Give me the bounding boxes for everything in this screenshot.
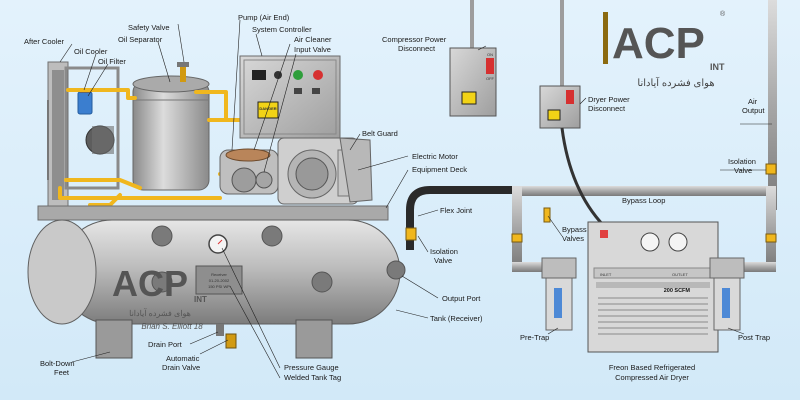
label-oil-cooler: Oil Cooler (74, 47, 108, 56)
label-input-valve: Input Valve (294, 45, 331, 54)
overhead-conduits (470, 0, 777, 210)
label-auto-drain-1: Automatic (166, 354, 200, 363)
label-tank-receiver: Tank (Receiver) (430, 314, 483, 323)
labels: Safety Valve Pump (Air End) System Contr… (24, 13, 770, 382)
oil-cooler-fan (85, 125, 115, 155)
label-air-output-2: Output (742, 106, 765, 115)
label-pre-trap: Pre-Trap (520, 333, 549, 342)
label-dryer-title-2: Compressed Air Dryer (615, 373, 689, 382)
logo-subtitle: هوای فشرده آیادانا (637, 76, 714, 89)
compressor-disconnect-off: OFF (486, 76, 495, 81)
tank-logo: ACP INT هوای فشرده آیادانا Brian S. Elli… (112, 263, 207, 331)
safety-valve (177, 62, 189, 82)
bolt-down-feet (95, 319, 333, 359)
dryer-power-cable (560, 127, 606, 228)
label-auto-drain-2: Drain Valve (162, 363, 200, 372)
label-isolation-valve-right-2: Valve (734, 166, 752, 175)
equipment-deck (37, 205, 389, 221)
label-belt-guard: Belt Guard (362, 129, 398, 138)
pressure-gauge (208, 234, 228, 254)
after-cooler (47, 61, 120, 211)
label-compressor-power-2: Disconnect (398, 44, 436, 53)
refrigerated-air-dryer: INLET OUTLET 200 SCFM (587, 221, 719, 353)
tank-logo-text: ACP (112, 263, 188, 304)
label-oil-separator: Oil Separator (118, 35, 163, 44)
dryer-inlet: INLET (600, 272, 612, 277)
callout-lines (59, 19, 772, 379)
label-oil-filter: Oil Filter (98, 57, 126, 66)
label-equipment-deck: Equipment Deck (412, 165, 467, 174)
label-after-cooler: After Cooler (24, 37, 65, 46)
compressor-disconnect-on: ON (487, 52, 493, 57)
tank-tag-line2: 01-20-2002 (209, 278, 230, 283)
label-pressure-gauge: Pressure Gauge (284, 363, 339, 372)
label-post-trap: Post Trap (738, 333, 770, 342)
post-trap (709, 257, 745, 331)
pump-air-end (219, 148, 279, 195)
label-drain-port: Drain Port (148, 340, 183, 349)
pre-trap (541, 257, 577, 331)
oil-lines (58, 88, 246, 207)
tank-tag-line1: Receiver (211, 272, 227, 277)
acp-logo: ACP INT ® هوای فشرده آیادانا (603, 10, 726, 89)
label-pump-air-end: Pump (Air End) (238, 13, 290, 22)
tank-tag-line3: 150 PSI WP (208, 284, 230, 289)
tank-logo-suffix: INT (194, 295, 207, 304)
label-compressor-power-1: Compressor Power (382, 35, 447, 44)
logo-suffix: INT (710, 62, 725, 72)
label-safety-valve: Safety Valve (128, 23, 170, 32)
label-bolt-down-2: Feet (54, 368, 70, 377)
label-output-port: Output Port (442, 294, 481, 303)
dryer-outlet: OUTLET (672, 272, 688, 277)
oil-separator (132, 75, 210, 191)
logo-registered: ® (720, 10, 726, 18)
label-dryer-title-1: Freon Based Refrigerated (609, 363, 695, 372)
tank-logo-subtitle: هوای فشرده آیادانا (129, 308, 191, 318)
label-dryer-power-1: Dryer Power (588, 95, 630, 104)
label-air-output-1: Air (748, 97, 758, 106)
flex-joint (405, 186, 516, 250)
label-electric-motor: Electric Motor (412, 152, 458, 161)
belt-guard (339, 137, 373, 203)
compressor-power-disconnect: ON OFF (449, 47, 497, 117)
label-bypass-loop: Bypass Loop (622, 196, 665, 205)
label-isolation-valve-right-1: Isolation (728, 157, 756, 166)
label-welded-tank-tag: Welded Tank Tag (284, 373, 341, 382)
signature: Brian S. Elliott 18 (141, 322, 203, 331)
label-flex-joint: Flex Joint (440, 206, 473, 215)
label-dryer-power-2: Disconnect (588, 104, 626, 113)
label-system-controller: System Controller (252, 25, 312, 34)
system-controller: DANGER (239, 55, 341, 139)
bypass-loop (511, 163, 777, 272)
label-air-cleaner: Air Cleaner (294, 35, 332, 44)
logo-text: ACP (612, 19, 705, 68)
dryer-capacity: 200 SCFM (664, 288, 691, 294)
label-bypass-valves-2: Valves (562, 234, 584, 243)
label-bypass-valves-1: Bypass (562, 225, 587, 234)
label-bolt-down-1: Bolt-Down (40, 359, 75, 368)
label-isolation-valve-left-1: Isolation (430, 247, 458, 256)
welded-tank-tag: Receiver 01-20-2002 150 PSI WP (195, 265, 243, 295)
label-isolation-valve-left-2: Valve (434, 256, 452, 265)
dryer-power-disconnect (539, 85, 581, 129)
